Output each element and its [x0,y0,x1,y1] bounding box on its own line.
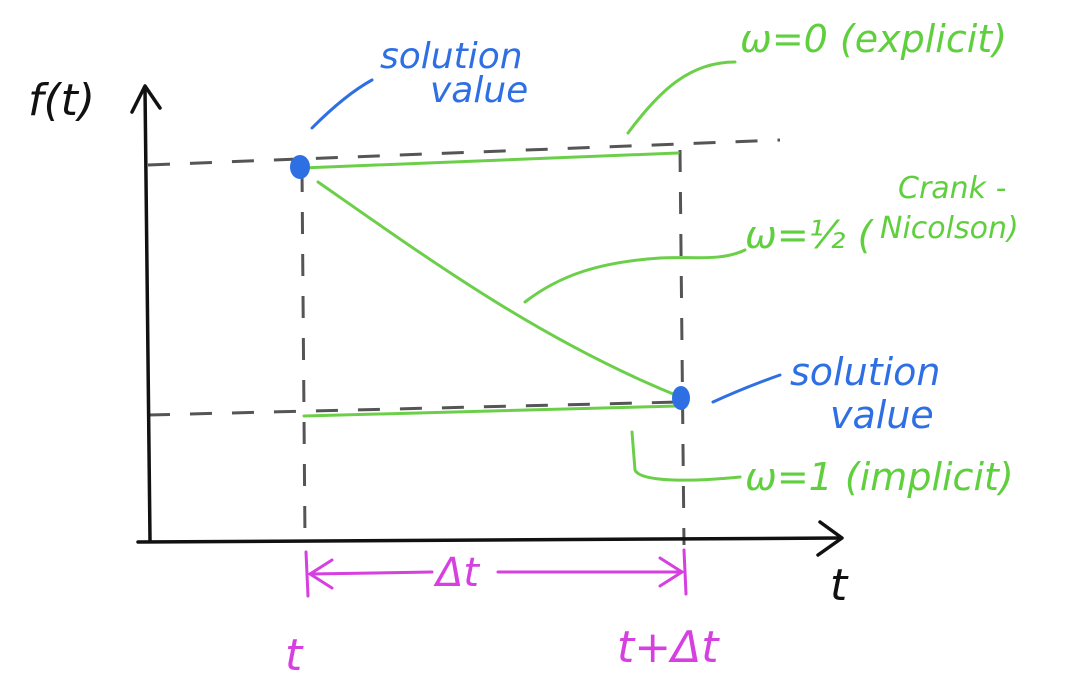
interval-right-arrowhead [658,556,684,588]
crank-nicolson-line2: Nicolson) [880,211,1019,246]
x-axis-label: t [830,560,849,611]
y-axis-label: f(t) [28,75,95,126]
scheme-lines [300,60,747,482]
crank-nicolson-prefix: ω=½ ( [745,213,875,257]
solution-bottom-label-line2: value [830,393,934,437]
solution-point-start [290,155,310,179]
solution-bottom-leader [711,373,782,404]
x-axis [136,536,842,544]
solution-top-leader [310,78,374,130]
interval-left-line [308,570,434,576]
crank-nicolson-line1: Crank - [898,171,1006,206]
interval-left-tick [304,550,310,598]
y-axis [143,86,152,542]
solution-top-label-line2: value [430,70,528,111]
solution-point-end [672,386,690,410]
guide-lines [147,138,781,546]
guide-right-vertical [678,149,686,546]
solution-points [290,155,690,410]
axes [130,84,844,557]
solution-bottom-label-line1: solution [790,350,940,394]
guide-top-horizontal [147,138,781,167]
implicit-line [302,404,680,418]
implicit-leader [630,430,742,482]
interval-marker [304,548,688,598]
explicit-line [300,151,680,170]
x-axis-arrowhead [816,520,844,557]
guide-bottom-horizontal [147,400,681,417]
y-axis-arrowhead [130,84,162,114]
explicit-leader [626,60,737,135]
solution-top-label-line1: solution [380,36,523,77]
interval-left-arrowhead [308,558,334,590]
interval-label: Δt [433,550,480,596]
implicit-label: ω=1 (implicit) [745,455,1014,499]
interval-right-tick [682,548,688,596]
explicit-label: ω=0 (explicit) [740,17,1007,61]
guide-left-vertical [300,169,307,541]
crank-nicolson-line [316,180,680,398]
t-end-label: t+Δt [617,622,720,673]
t-start-label: t [285,630,304,681]
solution-leaders [310,78,782,404]
crank-nicolson-leader [523,248,747,304]
